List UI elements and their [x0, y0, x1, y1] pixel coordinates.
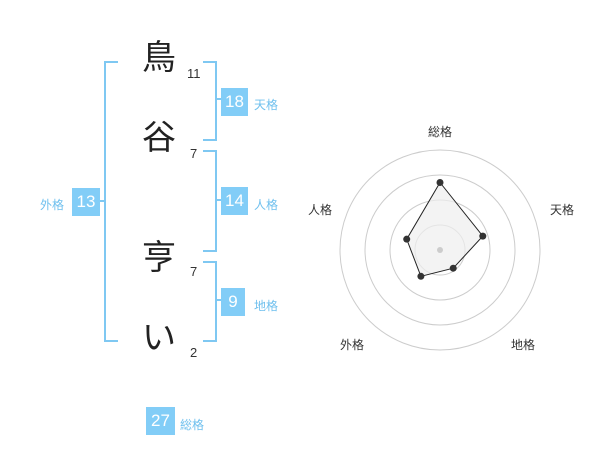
radar-point-2 — [449, 264, 457, 272]
radar-ring — [364, 174, 516, 326]
radar-axis-label-jinkaku: 人格 — [308, 203, 333, 217]
name-char-2: 谷 — [142, 118, 176, 158]
stroke-count-4: 2 — [190, 345, 198, 360]
name-char-3: 亨 — [142, 238, 176, 278]
radar-axis-label-soukaku: 総格 — [428, 125, 453, 139]
gaikaku-bracket-tick — [96, 200, 104, 202]
radar-point-1 — [479, 232, 487, 240]
stroke-count-1: 11 — [187, 66, 201, 81]
chikaku-bracket-tick — [215, 299, 223, 301]
jinkaku-value-badge: 14 — [221, 187, 248, 215]
tenkaku-bracket-tick — [215, 98, 223, 100]
name-char-1: 鳥 — [142, 38, 176, 78]
gaikaku-value-badge: 13 — [72, 188, 100, 216]
tenkaku-value-badge: 18 — [221, 88, 248, 116]
chikaku-value-badge: 9 — [221, 288, 245, 316]
chikaku-bracket — [203, 261, 217, 342]
jinkaku-label: 人格 — [254, 198, 279, 212]
radar-point-0 — [436, 179, 444, 186]
stroke-count-3: 7 — [190, 264, 198, 279]
radar-point-4 — [403, 235, 411, 243]
radar-ring — [339, 149, 541, 351]
name-char-4: い — [142, 318, 176, 358]
chikaku-label: 地格 — [254, 299, 279, 313]
radar-axis-label-chikaku: 地格 — [511, 338, 536, 352]
gaikaku-label: 外格 — [40, 198, 65, 212]
tenkaku-bracket — [203, 61, 217, 141]
stroke-count-2: 7 — [190, 146, 198, 161]
radar-axis-label-tenkaku: 天格 — [550, 203, 575, 217]
jinkaku-bracket-tick — [215, 199, 223, 201]
jinkaku-bracket — [203, 150, 217, 252]
soukaku-value-badge: 27 — [146, 407, 175, 435]
tenkaku-label: 天格 — [254, 98, 279, 112]
radar-axis-label-gaikaku: 外格 — [340, 338, 365, 352]
radar-center-point — [437, 247, 443, 253]
gaikaku-bracket — [104, 61, 118, 342]
radar-polygon — [406, 181, 484, 277]
soukaku-label: 総格 — [180, 418, 205, 432]
radar-point-3 — [417, 272, 425, 280]
